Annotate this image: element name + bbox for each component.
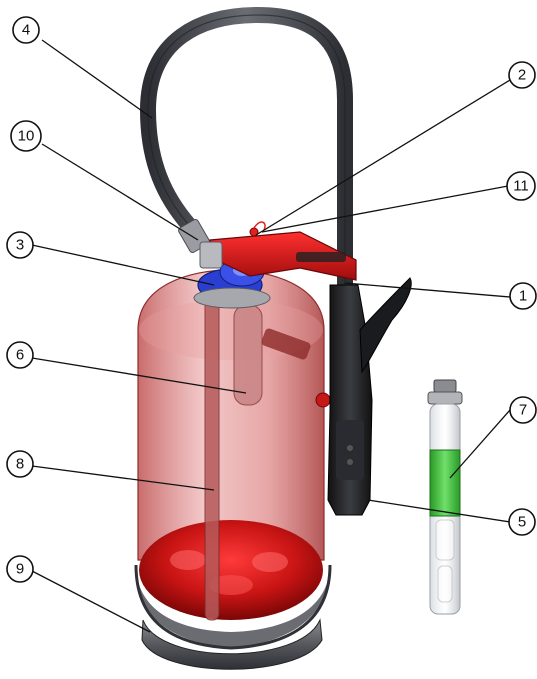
callout-4-label: 4: [22, 22, 30, 39]
cylinder-bottom: [139, 520, 323, 620]
nozzle-gun: [328, 285, 372, 515]
callout-1-label: 1: [519, 288, 527, 305]
callout-6-label: 6: [16, 347, 24, 364]
callout-7: 7: [510, 397, 536, 423]
callout-3-label: 3: [16, 237, 24, 254]
callout-2: 2: [509, 62, 535, 88]
callout-10: 10: [11, 121, 41, 151]
leader-4: [42, 40, 152, 118]
spare-cartridge: [428, 380, 462, 614]
callout-3: 3: [7, 232, 33, 258]
valve-collar: [194, 288, 270, 308]
leader-1: [345, 283, 510, 297]
callout-5: 5: [509, 509, 535, 535]
callout-8-label: 8: [16, 456, 24, 473]
callout-4: 4: [13, 17, 39, 43]
callout-1: 1: [510, 283, 536, 309]
callout-8: 8: [7, 451, 33, 477]
callout-5-label: 5: [518, 514, 526, 531]
nozzle-lever: [360, 278, 411, 372]
callout-2-label: 2: [518, 67, 526, 84]
leader-9: [32, 571, 150, 632]
callout-7-label: 7: [519, 402, 527, 419]
internal-cartridge: [234, 305, 262, 405]
leader-2: [256, 80, 510, 235]
callout-10-label: 10: [18, 128, 35, 145]
callout-9: 9: [7, 556, 33, 582]
dip-tube: [205, 300, 219, 620]
callout-9-label: 9: [16, 561, 24, 578]
callout-11: 11: [507, 172, 535, 200]
leader-3: [32, 245, 214, 285]
callout-11-label: 11: [513, 178, 529, 195]
cartridge-green-band: [430, 450, 460, 516]
callout-6: 6: [7, 342, 33, 368]
